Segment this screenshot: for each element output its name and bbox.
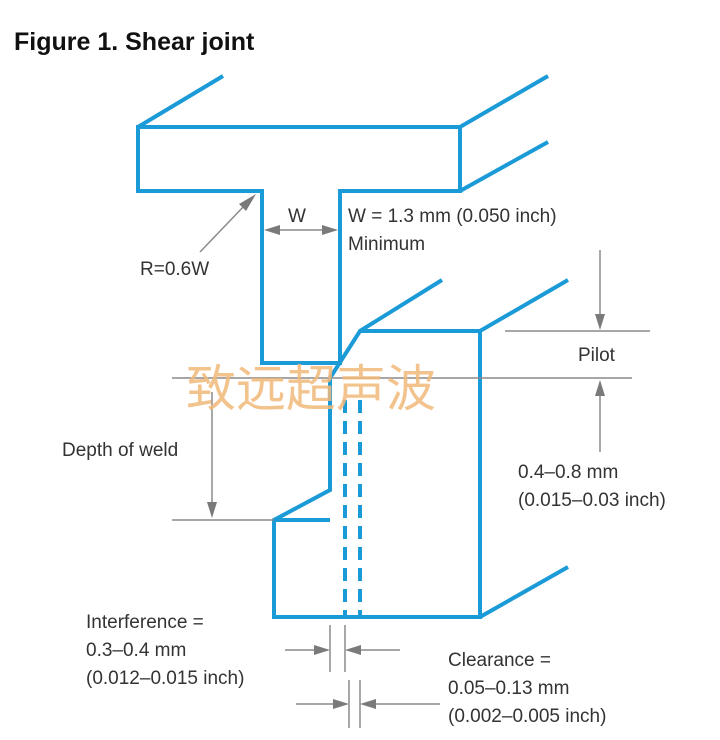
upper-part-depth-edge-2 xyxy=(458,74,550,129)
pilot-depth-inch: (0.015–0.03 inch) xyxy=(518,490,666,511)
clearance-label: Clearance = xyxy=(448,650,551,671)
depth-of-weld-label: Depth of weld xyxy=(62,440,178,461)
interference-label: Interference = xyxy=(86,612,204,633)
w-dimension: W xyxy=(264,206,338,235)
figure-title: Figure 1. Shear joint xyxy=(14,28,255,56)
w-symbol-label: W xyxy=(288,206,306,227)
interference-dimension xyxy=(285,625,400,672)
w-minimum-label: Minimum xyxy=(348,234,425,255)
radius-label: R=0.6W xyxy=(140,259,209,280)
w-value-label: W = 1.3 mm (0.050 inch) xyxy=(348,206,557,227)
watermark-text: 致远超声波 xyxy=(186,360,436,418)
lower-part-depth-edge-1 xyxy=(358,278,444,333)
lower-part-depth-edge-2 xyxy=(478,278,570,333)
interference-inch: (0.012–0.015 inch) xyxy=(86,668,244,689)
pilot-label: Pilot xyxy=(578,345,616,366)
interference-mm: 0.3–0.4 mm xyxy=(86,640,186,661)
clearance-inch: (0.002–0.005 inch) xyxy=(448,706,606,727)
pilot-dimension xyxy=(172,250,650,452)
upper-part-depth-edge-3 xyxy=(459,140,549,193)
pilot-depth-mm: 0.4–0.8 mm xyxy=(518,462,618,483)
radius-leader xyxy=(199,194,256,253)
clearance-mm: 0.05–0.13 mm xyxy=(448,678,569,699)
clearance-dimension xyxy=(296,680,440,728)
upper-part-depth-edge-1 xyxy=(136,74,225,129)
lower-part-depth-edge-3 xyxy=(479,565,569,619)
depth-of-weld-dimension xyxy=(172,392,274,521)
